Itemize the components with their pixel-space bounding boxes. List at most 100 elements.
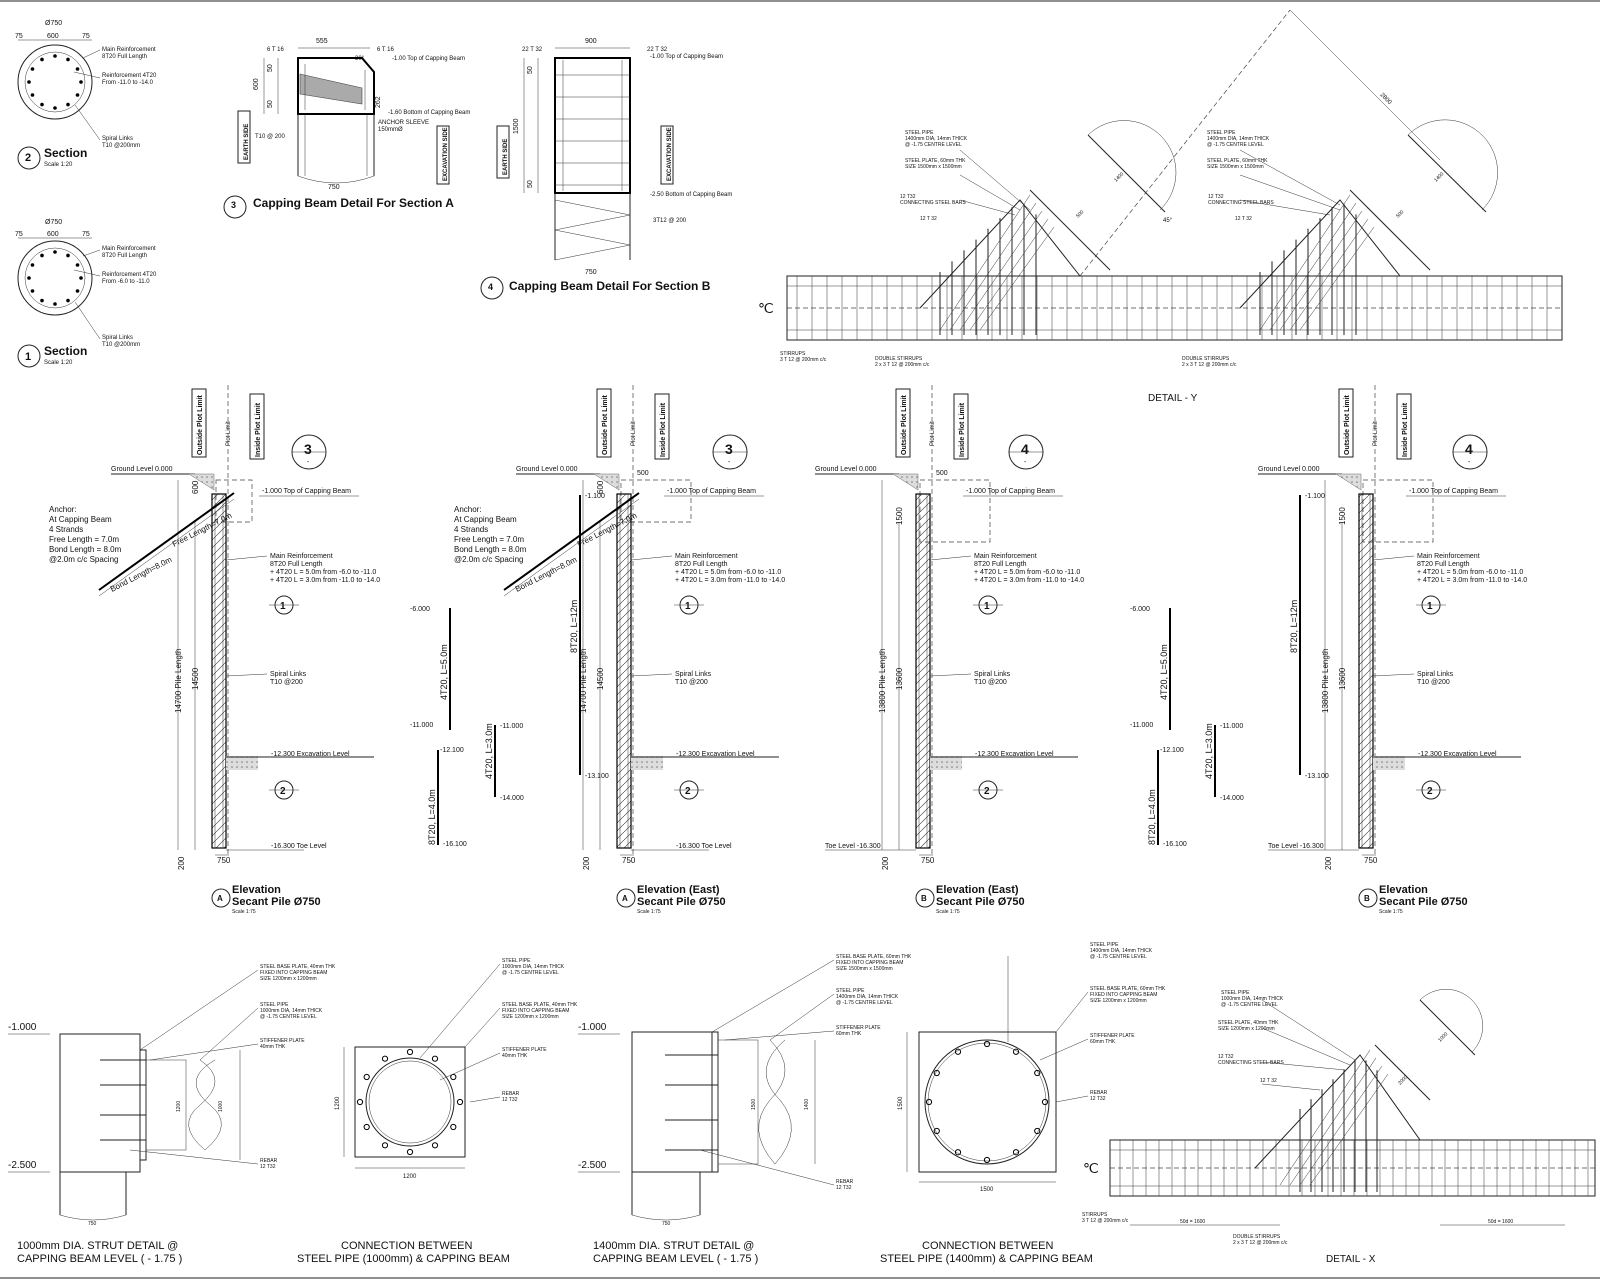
beam-outline <box>297 57 375 115</box>
leader-line <box>959 174 1021 211</box>
callout-line: 12 T 32 <box>920 216 937 222</box>
level-1: -1.000 <box>578 1022 607 1033</box>
ground-level-label: Ground Level 0.000 <box>111 466 173 473</box>
elevation-subtitle: Secant Pile Ø750 <box>637 896 726 908</box>
callout-line: SIZE 1200mm x 1200mm <box>260 976 317 982</box>
section-number: 1 <box>25 351 31 363</box>
bolt <box>983 1156 991 1164</box>
leader-line <box>1261 999 1356 1061</box>
pile-length-dim: 13800 Pile Length <box>1321 649 1330 714</box>
leader-line <box>1239 199 1331 216</box>
centerline-mark: ℃ <box>1083 1160 1099 1176</box>
section-title: Section <box>44 344 87 358</box>
callout-line: FIXED INTO CAPPING BEAM <box>260 970 327 976</box>
title-marker-letter: A <box>622 894 628 903</box>
bolt <box>933 1127 940 1135</box>
elevation-scale: Scale 1:75 <box>232 909 256 915</box>
pile-body <box>211 493 227 849</box>
spiral-line: Spiral Links <box>675 671 712 678</box>
title-2: CAPPING BEAM LEVEL ( - 1.75 ) <box>593 1253 758 1265</box>
diag-bar <box>949 202 1037 331</box>
bar-label: 4T20, L=3.0m <box>1204 723 1214 779</box>
anchor-note: Bond Length = 8.0m <box>49 545 122 554</box>
callout-line: FIXED INTO CAPPING BEAM <box>836 960 903 966</box>
diag-bar <box>1289 1057 1377 1186</box>
rebar-dot <box>66 57 70 62</box>
callout-spiral: Spiral Links <box>102 335 133 341</box>
level-top: -1.00 Top of Capping Beam <box>650 54 723 60</box>
dim-750: 750 <box>662 1221 671 1227</box>
callout-line: @ -1.75 CENTRE LEVEL <box>502 970 559 976</box>
level-1: -1.000 <box>8 1022 37 1033</box>
anchor-free-line <box>98 498 235 597</box>
spiral-line: Spiral Links <box>1417 671 1454 678</box>
leader-line <box>1039 1038 1089 1061</box>
section-marker-number: 1 <box>984 601 990 612</box>
bolt <box>954 1149 962 1156</box>
inside-plot-box <box>249 393 265 460</box>
anchor-note: Free Length = 7.0m <box>49 535 119 544</box>
callout-line: 12 T32 <box>1218 1054 1234 1060</box>
rebar-dot <box>53 302 57 306</box>
dim-500-right: 500 <box>1395 209 1405 219</box>
bar-bottom-level: -14.000 <box>500 795 524 802</box>
callout-line: 2 x 3 T 12 @ 200mm c/c <box>875 362 930 368</box>
outside-plot-label: Outside Plot Limit <box>602 394 609 455</box>
main-reinf-line: + 4T20 L = 3.0m from -11.0 to -14.0 <box>270 577 380 584</box>
leader-line <box>464 1007 501 1048</box>
rebar-dot <box>53 250 57 254</box>
plot-limit-label: Plot Limit <box>1373 421 1379 446</box>
callout-line: STIFFENER PLATE <box>260 1038 305 1044</box>
leader-line <box>149 1043 259 1061</box>
callout-line: 1000mm DIA, 14mm THICK <box>260 1008 323 1014</box>
callout-line: STEEL BASE PLATE, 60mm THK <box>1090 986 1166 992</box>
leader-line <box>724 1030 835 1041</box>
capping-beam-outline <box>215 479 253 523</box>
dim-h1: 50 <box>527 66 534 74</box>
bar-top-level: -1.100 <box>1305 493 1325 500</box>
bar-bottom-level: -13.100 <box>1305 773 1329 780</box>
dim-200: 200 <box>177 856 186 870</box>
callout-line: 12 T 32 <box>1260 1078 1277 1084</box>
callout-spiral: Spiral Links <box>102 136 133 142</box>
anchor-free-line <box>503 498 640 597</box>
dim-diameter: Ø750 <box>45 219 62 226</box>
bolt <box>363 1123 370 1131</box>
top-dim: 1500 <box>1338 507 1347 525</box>
centerline-mark: ℃ <box>758 300 774 316</box>
bolts <box>925 1040 1049 1164</box>
top-beam-label: -1.000 Top of Capping Beam <box>667 488 756 495</box>
callout-line: @ -1.75 CENTRE LEVEL <box>1221 1002 1278 1008</box>
main-reinf-line: Main Reinforcement <box>974 553 1037 560</box>
diag-bar <box>1289 218 1369 331</box>
callout-line: STEEL PLATE, 60mm THK <box>905 158 966 164</box>
elevation-subtitle: Secant Pile Ø750 <box>1379 896 1468 908</box>
leader-line <box>419 963 501 1059</box>
diag-bar <box>1309 1073 1389 1186</box>
bolt <box>456 1098 464 1106</box>
dim-core: 600 <box>47 231 59 238</box>
callout-line: 40mm THK <box>260 1044 286 1050</box>
title-marker-letter: A <box>217 894 223 903</box>
main-reinf-line: + 4T20 L = 3.0m from -11.0 to -14.0 <box>675 577 785 584</box>
anchor-note: At Capping Beam <box>454 515 517 524</box>
callout-reinf-2: From -11.0 to -14.0 <box>102 80 154 86</box>
level-bottom: -2.50 Bottom of Capping Beam <box>650 192 732 198</box>
excavation-side-label: EXCAVATION SIDE <box>443 127 449 181</box>
dim-h3: 50 <box>527 180 534 188</box>
dim-500-left: 500 <box>1075 209 1085 219</box>
earth-side-label: EARTH SIDE <box>503 139 509 175</box>
callout-line: CONNECTING STEEL BARS <box>1208 200 1274 206</box>
ground-hatch <box>188 473 215 491</box>
dim-width: 1500 <box>980 1187 994 1193</box>
bar-top-level: -12.100 <box>440 747 464 754</box>
leader-line <box>1261 1061 1346 1071</box>
callout-line: SIZE 1500mm x 1500mm <box>1207 164 1264 170</box>
stirrups <box>796 276 1548 340</box>
section-marker-number: 1 <box>280 601 286 612</box>
outside-plot-label: Outside Plot Limit <box>1344 394 1351 455</box>
leader-line <box>1261 1083 1321 1091</box>
